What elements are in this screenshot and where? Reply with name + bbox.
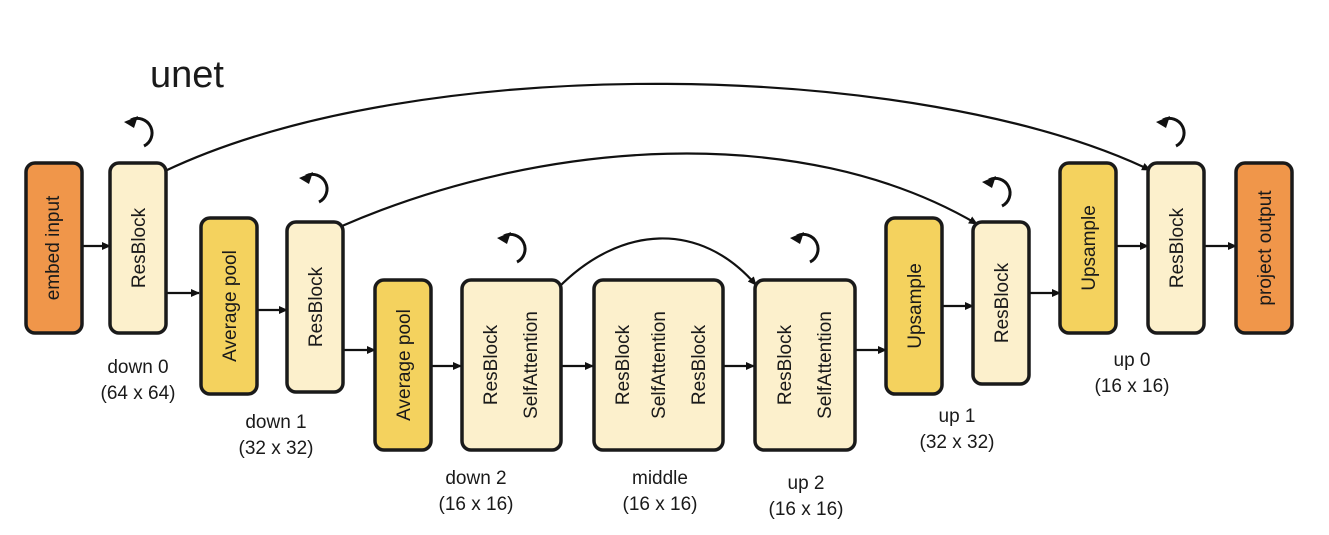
block-middle-selfattention-label: SelfAttention [649,311,670,419]
loop-arrow-down0 [124,116,154,148]
block-middle-resblock-2-label: ResBlock [689,324,710,405]
block-average-pool-2: Average pool [373,278,433,452]
loop-arrow-up2 [790,232,820,264]
skip-arc-down2-up2 [557,237,757,289]
block-embed-input: embed input [24,161,84,335]
loop-arrow-down2 [497,232,527,264]
caption-up0-size: (16 x 16) [1095,376,1170,397]
caption-up2-name: up 2 [788,473,825,494]
block-up0-resblock: ResBlock [1146,161,1206,335]
caption-middle-name: middle [632,468,688,489]
block-project-output-label: project output [1255,190,1276,306]
caption-down0-size: (64 x 64) [101,383,176,404]
caption-down1-name: down 1 [245,412,306,433]
caption-down2-name: down 2 [445,468,506,489]
block-down2-selfattention-label: SelfAttention [521,311,542,419]
block-embed-input-label: embed input [43,195,64,300]
caption-up1-size: (32 x 32) [920,432,995,453]
block-up2-resblock-label: ResBlock [775,324,796,405]
diagram-title: unet [150,54,224,96]
block-upsample-0: Upsample [1058,161,1118,335]
block-upsample-1: Upsample [884,216,944,396]
block-project-output: project output [1234,161,1294,335]
caption-down2-size: (16 x 16) [439,494,514,515]
block-down1-resblock: ResBlock [285,220,345,394]
caption-middle-size: (16 x 16) [623,494,698,515]
block-average-pool-2-label: Average pool [394,309,415,421]
block-middle: ResBlock SelfAttention ResBlock [592,278,725,452]
block-upsample-0-label: Upsample [1079,205,1100,291]
block-middle-resblock-1-label: ResBlock [613,324,634,405]
skip-arc-down0-up0 [164,82,1151,172]
block-down2: ResBlock SelfAttention [460,278,563,452]
loop-arrow-up1 [982,176,1012,208]
block-up1-resblock: ResBlock [971,220,1031,386]
block-down1-label: ResBlock [306,266,327,347]
caption-down1-size: (32 x 32) [239,438,314,459]
block-down0-label: ResBlock [129,207,150,288]
block-up2-selfattention-label: SelfAttention [815,311,836,419]
block-up1-label: ResBlock [992,262,1013,343]
block-average-pool-1-label: Average pool [220,250,241,362]
block-up2: ResBlock SelfAttention [753,278,857,452]
caption-up0-name: up 0 [1114,350,1151,371]
skip-arc-down1-up1 [341,152,978,228]
loop-arrow-up0 [1156,116,1186,148]
caption-down0-name: down 0 [107,357,168,378]
block-upsample-1-label: Upsample [905,263,926,349]
block-down0-resblock: ResBlock [108,161,168,335]
caption-up1-name: up 1 [939,406,976,427]
block-average-pool-1: Average pool [199,216,259,396]
caption-up2-size: (16 x 16) [769,499,844,520]
block-up0-label: ResBlock [1167,207,1188,288]
block-down2-resblock-label: ResBlock [481,324,502,405]
loop-arrow-down1 [299,172,329,204]
